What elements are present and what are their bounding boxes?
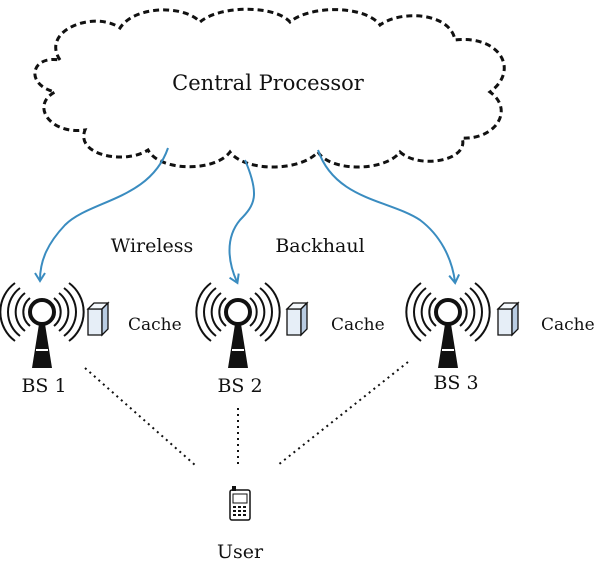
- cache-label-1: Cache: [128, 315, 182, 335]
- user-label: User: [217, 541, 264, 563]
- backhaul-arrow-bs2: [228, 159, 256, 285]
- cache-label-3: Cache: [541, 315, 595, 335]
- user-link-bs3: [277, 361, 409, 466]
- backhaul-label: Backhaul: [275, 235, 364, 257]
- base-station-3: Cache BS 3: [404, 281, 595, 394]
- cube-icon: [87, 302, 109, 336]
- antenna-tower-icon: [404, 281, 492, 370]
- antenna-tower-icon: [194, 281, 282, 370]
- wireless-arrow-bs1: [34, 147, 169, 283]
- user-link-bs1: [84, 367, 196, 466]
- base-station-2: Cache BS 2: [194, 281, 385, 397]
- base-station-1: Cache BS 1: [0, 281, 182, 397]
- backhaul-arrow-bs3: [317, 149, 460, 285]
- cube-icon: [497, 302, 519, 336]
- bs-label-1: BS 1: [21, 375, 66, 397]
- wireless-label: Wireless: [111, 235, 193, 257]
- mobile-phone-icon: [229, 486, 251, 521]
- bs-label-3: BS 3: [433, 372, 478, 394]
- cache-label-2: Cache: [331, 315, 385, 335]
- cloud-shape: [33, 7, 506, 169]
- cloud-label: Central Processor: [172, 71, 365, 95]
- antenna-tower-icon: [0, 281, 86, 370]
- bs-label-2: BS 2: [217, 375, 262, 397]
- cube-icon: [286, 302, 308, 336]
